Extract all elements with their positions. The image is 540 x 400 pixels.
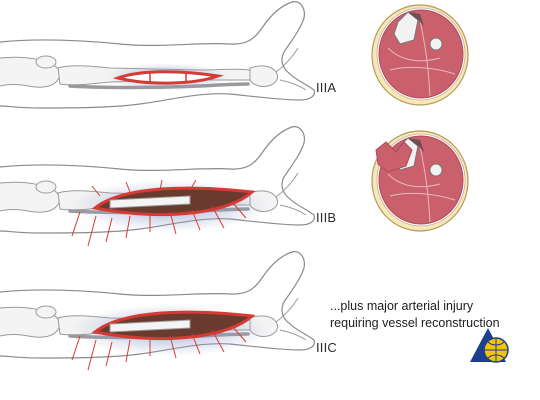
panel-iiib: IIIB xyxy=(0,124,469,247)
note-line-2: requiring vessel reconstruction xyxy=(330,316,500,330)
grade-label-iiib: IIIB xyxy=(316,210,336,225)
cross-section-iiia xyxy=(371,4,469,106)
note-line-1: ...plus major arterial injury xyxy=(330,299,474,313)
soft-tissue-laceration-lines xyxy=(71,179,247,247)
cross-section-iiib xyxy=(371,130,469,232)
arterial-injury-note: ...plus major arterial injury requiring … xyxy=(330,298,530,332)
grade-label-iiia: IIIA xyxy=(316,80,336,95)
wound-iiia xyxy=(112,70,219,85)
leg-illustration-iiib xyxy=(0,124,317,247)
leg-illustration-iiic xyxy=(0,249,317,371)
grade-label-iiic: IIIC xyxy=(316,340,337,355)
panel-iiia: IIIA xyxy=(0,0,469,110)
ao-foundation-logo xyxy=(470,328,509,363)
leg-illustration-iiia xyxy=(0,0,317,110)
soft-tissue-laceration-lines xyxy=(71,325,247,371)
panel-iiic: IIIC xyxy=(0,249,337,371)
